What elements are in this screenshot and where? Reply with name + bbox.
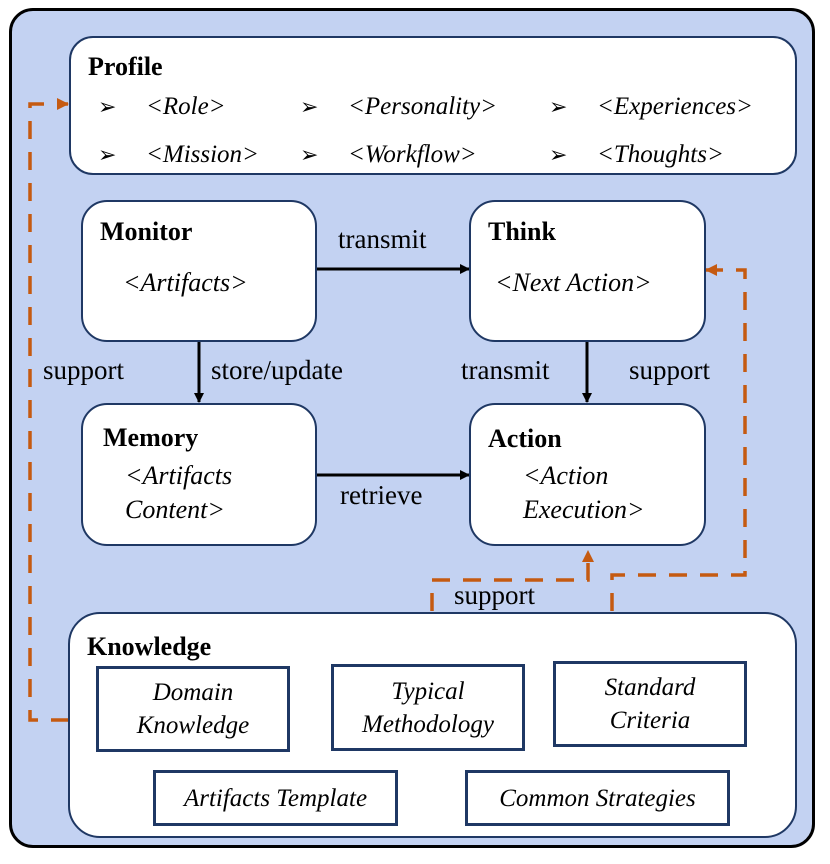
profile-title: Profile <box>88 52 163 81</box>
memory-content-line2: Content> <box>125 495 225 524</box>
profile-item-role: ➢<Role> <box>98 93 226 120</box>
label-support-profile: support <box>43 355 124 385</box>
profile-item-workflow: ➢<Workflow> <box>300 141 477 168</box>
label-retrieve: retrieve <box>340 480 423 510</box>
profile-item-mission: ➢<Mission> <box>98 141 259 168</box>
think-title: Think <box>488 217 556 246</box>
monitor-box: Monitor <Artifacts> <box>81 200 317 342</box>
arrowhead-bullet-icon: ➢ <box>98 94 117 119</box>
monitor-title: Monitor <box>100 217 193 246</box>
action-content-line1: <Action <box>523 461 609 490</box>
label-transmit-think-action: transmit <box>461 355 550 385</box>
profile-item-personality: ➢<Personality> <box>300 93 497 120</box>
action-title: Action <box>488 424 562 453</box>
arrowhead-bullet-icon: ➢ <box>98 142 117 167</box>
monitor-content: <Artifacts> <box>123 268 248 297</box>
memory-title: Memory <box>103 423 199 452</box>
arrowhead-bullet-icon: ➢ <box>300 94 319 119</box>
knowledge-item-common-strategies: Common Strategies <box>465 770 730 826</box>
memory-box: Memory <Artifacts Content> <box>81 403 317 546</box>
label-support-think: support <box>629 355 710 385</box>
profile-box: Profile ➢<Role> ➢<Personality> ➢<Experie… <box>69 36 797 175</box>
support-line-knowledge-to-profile <box>28 98 69 722</box>
knowledge-title: Knowledge <box>87 632 212 661</box>
arrowhead-bullet-icon: ➢ <box>549 94 568 119</box>
arrowhead-bullet-icon: ➢ <box>300 142 319 167</box>
label-transmit-monitor-think: transmit <box>338 224 427 254</box>
support-line-knowledge-to-think <box>610 264 747 611</box>
profile-item-experiences: ➢<Experiences> <box>549 93 753 120</box>
arrowhead-bullet-icon: ➢ <box>549 142 568 167</box>
knowledge-item-artifacts-template: Artifacts Template <box>153 770 398 826</box>
memory-content-line1: <Artifacts <box>125 461 233 490</box>
label-support-action: support <box>454 580 535 610</box>
action-content-line2: Execution> <box>523 495 645 524</box>
action-box: Action <Action Execution> <box>469 403 706 546</box>
profile-item-thoughts: ➢<Thoughts> <box>549 141 724 168</box>
think-box: Think <Next Action> <box>469 200 706 342</box>
label-store-update: store/update <box>211 355 343 385</box>
think-content: <Next Action> <box>495 268 652 297</box>
support-line-knowledge-to-action <box>430 550 594 611</box>
